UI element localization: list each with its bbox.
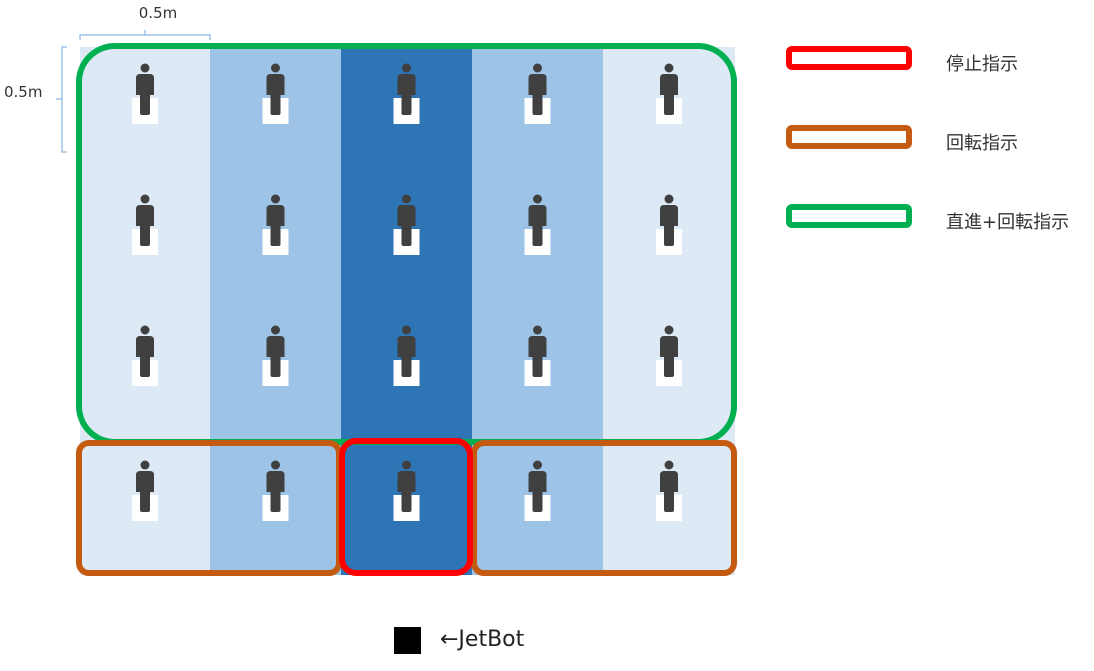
- zone-stop: [339, 438, 473, 576]
- person-icon: [656, 63, 682, 124]
- person-icon: [393, 460, 420, 521]
- person-icon: [262, 325, 289, 386]
- people-layer: [132, 63, 682, 521]
- person-icon: [393, 325, 420, 386]
- person-icon: [524, 63, 551, 124]
- height-label: 0.5m: [4, 83, 42, 101]
- person-icon: [524, 325, 551, 386]
- jetbot-label: ←JetBot: [440, 627, 525, 652]
- jetbot-marker: [394, 627, 421, 654]
- person-icon: [524, 194, 551, 255]
- person-icon: [132, 460, 158, 521]
- person-icon: [524, 460, 551, 521]
- legend-swatch-stop: [786, 46, 912, 70]
- person-icon: [132, 63, 158, 124]
- person-icon: [262, 194, 289, 255]
- width-label: 0.5m: [139, 4, 177, 22]
- height-bracket: [56, 46, 67, 153]
- zones: [76, 43, 737, 576]
- person-icon: [262, 460, 289, 521]
- width-bracket: [79, 30, 211, 40]
- legend-swatch-straight-rotate: [786, 204, 912, 228]
- person-icon: [262, 63, 289, 124]
- legend-label-stop: 停止指示: [946, 54, 1018, 75]
- person-icon: [132, 194, 158, 255]
- legend-swatch-rotate: [786, 125, 912, 149]
- person-icon: [656, 325, 682, 386]
- person-icon: [656, 460, 682, 521]
- dimension-markers: 0.5m 0.5m: [4, 4, 211, 153]
- person-icon: [393, 194, 420, 255]
- person-icon: [132, 325, 158, 386]
- person-icon: [393, 63, 420, 124]
- person-icon: [656, 194, 682, 255]
- legend-label-straight-rotate: 直進+回転指示: [946, 212, 1070, 233]
- legend-label-rotate: 回転指示: [946, 133, 1018, 154]
- zone-rotate-right: [471, 440, 737, 576]
